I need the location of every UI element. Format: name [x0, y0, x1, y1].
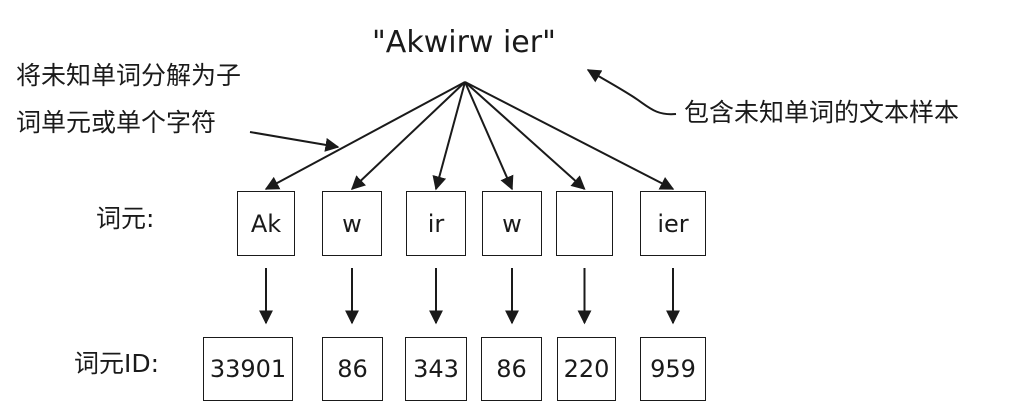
token-id-box: 343	[405, 337, 467, 401]
token-id-box: 86	[322, 337, 383, 401]
token-box: Ak	[237, 191, 295, 256]
token-row-label: 词元:	[96, 204, 155, 233]
token-id-box: 86	[481, 337, 542, 401]
token-box: ier	[640, 191, 706, 256]
token-box: w	[482, 191, 542, 256]
sample-text-title: "Akwirw ier"	[372, 25, 556, 60]
fan-out-arrow	[350, 81, 466, 190]
right-note-pointer-arrow	[586, 69, 677, 116]
fan-out-arrow	[464, 81, 675, 190]
fan-out-arrow	[432, 81, 466, 191]
fan-out-arrow	[264, 81, 466, 190]
fan-out-arrow	[464, 81, 514, 191]
token-id-row-label: 词元ID:	[74, 349, 160, 378]
token-id-box: 220	[557, 337, 616, 401]
sample-text-note: 包含未知单词的文本样本	[684, 98, 960, 127]
token-id-box: 33901	[203, 337, 293, 401]
subword-split-note: 将未知单词分解为子词单元或单个字符	[16, 61, 242, 137]
token-box	[556, 191, 613, 256]
token-box: w	[322, 191, 382, 256]
left-note-pointer-arrow	[249, 131, 340, 152]
token-id-box: 959	[640, 337, 706, 401]
fan-out-arrow	[464, 81, 586, 190]
token-box: ir	[406, 191, 466, 256]
